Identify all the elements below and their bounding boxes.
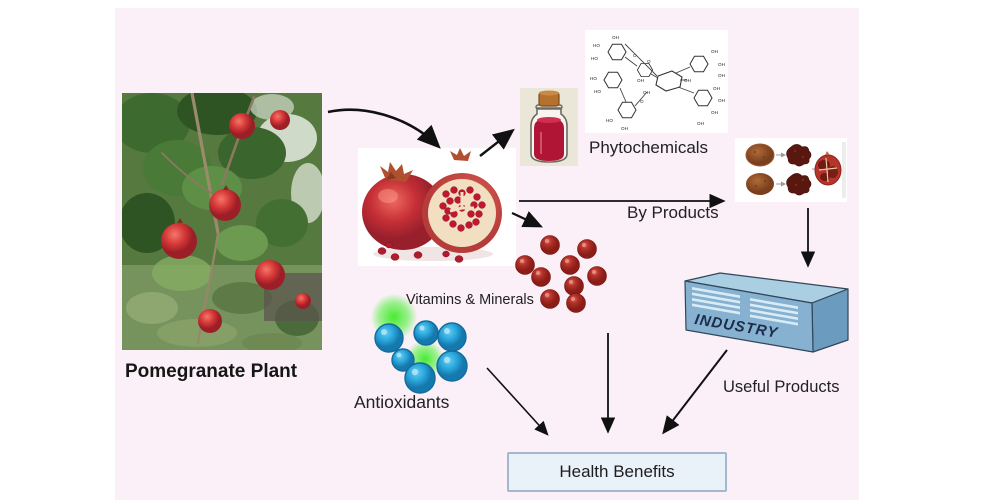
juice-jar-image <box>520 88 578 166</box>
atom-label: OH <box>697 121 704 126</box>
atom-label: OH <box>643 90 650 95</box>
cut-pomegranate <box>814 151 842 186</box>
branches <box>161 93 256 345</box>
molecule-atom-labels: HO OH HO HO HO O OH OH HO OH O O OH OH O… <box>590 35 725 131</box>
atom-label: OH <box>684 78 691 83</box>
atom-label: O <box>647 59 651 64</box>
atom-label: OH <box>711 110 718 115</box>
atom-label: HO <box>590 76 597 81</box>
half-pomegranate <box>422 148 502 253</box>
jar-juice <box>534 119 564 161</box>
loose-seeds <box>377 241 464 263</box>
atom-label: O <box>633 53 637 58</box>
atom-label: OH <box>621 126 628 131</box>
industry-vents <box>692 287 798 326</box>
atom-label: OH <box>718 62 725 67</box>
by-products-label: By Products <box>627 203 719 222</box>
atom-label: OH <box>637 78 644 83</box>
atom-label: O <box>640 99 644 104</box>
atom-label: HO <box>606 118 613 123</box>
pomegranate-powder <box>745 143 775 195</box>
molecule-bonds <box>619 43 695 107</box>
pomegranate-fruit-image <box>358 148 516 266</box>
phytochemicals-label: Phytochemicals <box>589 138 709 157</box>
vitamins-minerals-label: Vitamins & Minerals <box>406 292 534 308</box>
pomegranate-plant-label: Pomegranate Plant <box>125 361 298 382</box>
antioxidants-label: Antioxidants <box>354 392 450 412</box>
atom-label: OH <box>711 49 718 54</box>
atom-label: OH <box>713 86 720 91</box>
pomegranate-plant-photo <box>122 93 322 350</box>
byproducts-image <box>735 138 847 202</box>
atom-label: HO <box>593 43 600 48</box>
atom-label: HO <box>591 56 598 61</box>
atom-label: OH <box>718 98 725 103</box>
vitamins-minerals-spheres <box>515 235 607 313</box>
useful-products-label: Useful Products <box>723 378 840 396</box>
dried-arils <box>786 144 812 196</box>
industry-building <box>684 272 849 353</box>
phytochemical-structure-image: HO OH HO HO HO O OH OH HO OH O O OH OH O… <box>585 30 728 133</box>
health-benefits-box: Health Benefits <box>507 452 727 492</box>
health-benefits-label: Health Benefits <box>559 462 675 481</box>
jar-cork <box>538 90 560 107</box>
molecule-rings <box>603 43 713 119</box>
atom-label: OH <box>718 73 725 78</box>
antioxidants-spheres <box>374 320 468 394</box>
fruits-on-tree <box>161 110 311 333</box>
atom-label: HO <box>594 89 601 94</box>
whole-pomegranate <box>362 162 444 250</box>
atom-label: OH <box>612 35 619 40</box>
